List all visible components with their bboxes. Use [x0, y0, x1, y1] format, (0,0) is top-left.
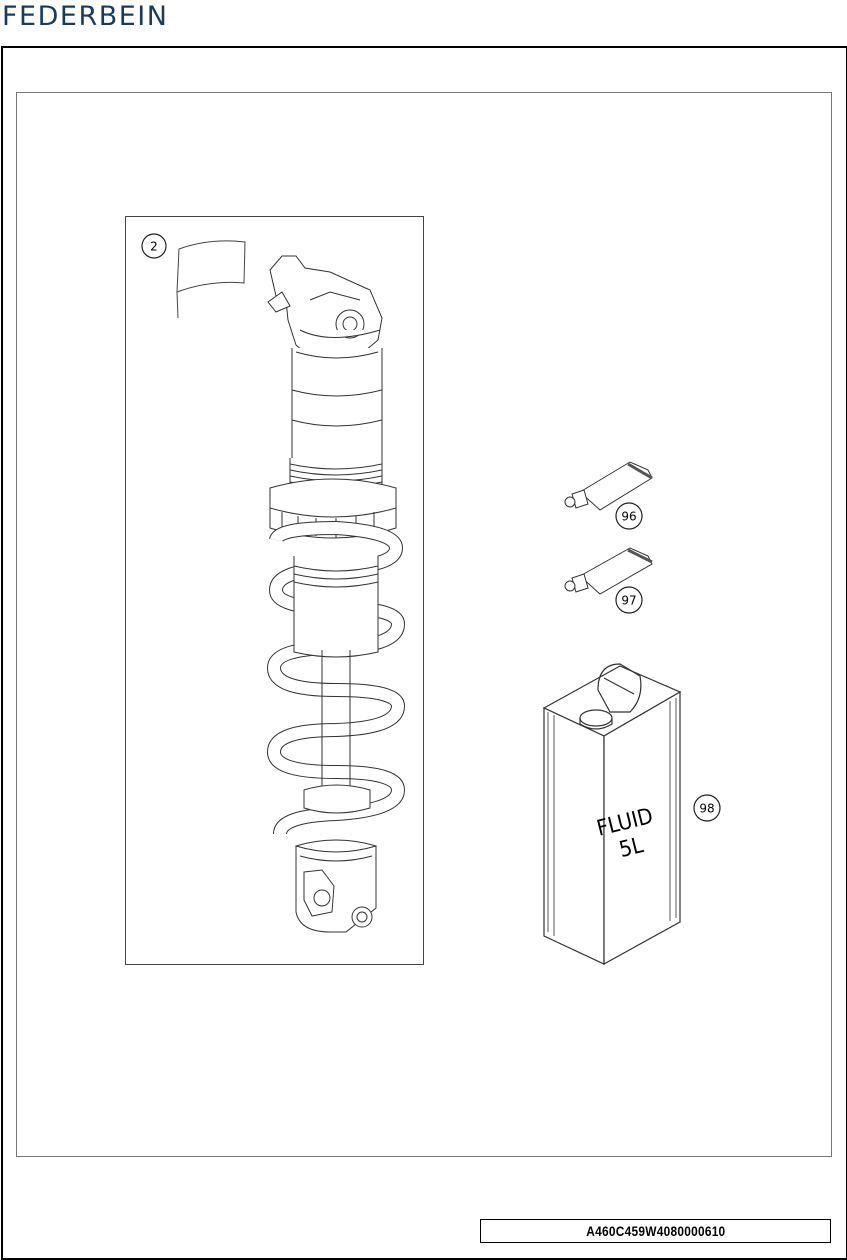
- callout-96: 96: [615, 502, 643, 530]
- callout-98: 98: [693, 794, 721, 822]
- callout-2-label: 2: [150, 240, 158, 254]
- can-label-line2: 5L: [617, 833, 646, 863]
- callout-2: 2: [141, 233, 167, 259]
- drawing-code-box: A460C459W4080000610: [480, 1219, 831, 1243]
- callout-97-label: 97: [621, 594, 636, 608]
- grease-tube-97: [564, 547, 653, 595]
- callout-97: 97: [615, 586, 643, 614]
- callout-98-label: 98: [699, 802, 714, 816]
- page-title: FEDERBEIN: [2, 1, 169, 32]
- grease-tube-96: [564, 461, 653, 511]
- drawing-frame: [16, 92, 832, 1157]
- callout-96-label: 96: [621, 510, 636, 524]
- sticker-sheet: [176, 240, 246, 319]
- shock-absorber: [266, 255, 406, 933]
- fluid-can-98: [542, 663, 682, 966]
- drawing-code: A460C459W4080000610: [585, 1223, 726, 1239]
- shock-absorber-box: [125, 216, 424, 965]
